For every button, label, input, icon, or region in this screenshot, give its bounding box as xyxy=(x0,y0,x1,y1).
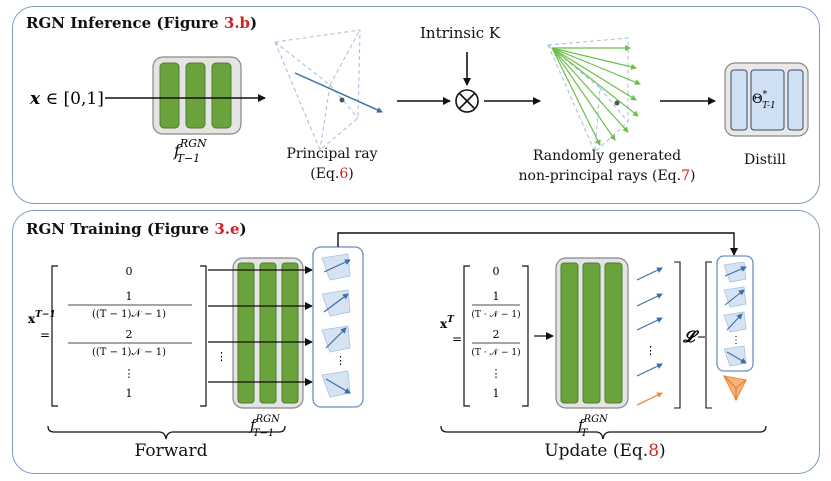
forward-entry-3: 2 xyxy=(126,328,133,341)
forward-left-bracket xyxy=(51,265,58,407)
forward-entry-0: 0 xyxy=(126,265,133,278)
forward-equals: = xyxy=(40,328,50,342)
forward-entry-2: ((T − 1)𝒩 − 1) xyxy=(92,309,166,320)
training-panel-title: RGN Training (Figure 3.e) xyxy=(26,220,247,238)
update-equals: = xyxy=(452,332,462,346)
random-rays-frustum-icon xyxy=(547,37,629,153)
forward-entry-4: ((T − 1)𝒩 − 1) xyxy=(92,347,166,358)
forward-caption: Forward xyxy=(134,441,208,461)
update-entry-2: (T · 𝒩 − 1) xyxy=(471,309,520,320)
forward-brace xyxy=(47,425,286,440)
forward-vdots: ⋮ xyxy=(216,350,227,363)
principal-point xyxy=(339,97,345,103)
inference-title-text: RGN Inference (Figure xyxy=(26,14,224,32)
target-ray-icons: ⋮ xyxy=(723,261,747,367)
principal-eq-ref: 6 xyxy=(339,166,349,182)
forward-entry-6: 1 xyxy=(126,387,133,400)
inference-panel-title: RGN Inference (Figure 3.b) xyxy=(26,14,257,32)
random-rays xyxy=(551,45,641,146)
distill-label: Distill xyxy=(744,152,786,168)
principal-ray-label: Principal ray xyxy=(286,146,378,162)
principal-ray xyxy=(294,72,383,113)
update-layer-2 xyxy=(582,262,601,404)
forward-ray-icons: ⋮ xyxy=(321,253,351,398)
copy-rays-arrow xyxy=(337,232,738,256)
inference-title-close: ) xyxy=(250,14,258,32)
random-principal-point xyxy=(614,100,620,106)
update-caption-ref: 8 xyxy=(648,441,660,461)
update-entry-0: 0 xyxy=(493,265,500,278)
forward-vector-label: xT−1 xyxy=(28,310,56,326)
predicted-rays xyxy=(636,267,663,377)
inference-layer-3 xyxy=(211,62,232,129)
update-entry-1: 1 xyxy=(493,290,500,303)
forward-right-bracket xyxy=(200,265,207,407)
loss-right-bracket xyxy=(705,261,712,409)
training-title-close: ) xyxy=(239,220,247,238)
forward-layer-3 xyxy=(281,262,299,404)
random-rays-label-line2: non-principal rays (Eq.7) xyxy=(518,168,696,184)
input-label: x ∈ [0,1] xyxy=(29,89,104,109)
inference-title-ref: 3.b xyxy=(223,14,251,32)
intrinsic-label: Intrinsic K xyxy=(420,24,500,42)
update-vector-label: xT xyxy=(440,315,455,331)
update-entry-6: 1 xyxy=(493,387,500,400)
update-layer-3 xyxy=(604,262,623,404)
random-rays-label-line1: Randomly generated xyxy=(532,148,682,164)
predicted-new-ray xyxy=(636,392,663,406)
loss-label: 𝓛 xyxy=(682,327,700,346)
forward-layer-1 xyxy=(237,262,255,404)
forward-layer-2 xyxy=(259,262,277,404)
intrinsic-text: Intrinsic K xyxy=(420,24,501,42)
inference-layer-2 xyxy=(185,62,206,129)
forward-entry-1: 1 xyxy=(126,290,133,303)
update-layer-1 xyxy=(560,262,579,404)
orange-frustum-icon xyxy=(723,375,747,402)
update-right-bracket xyxy=(522,265,529,407)
random-rays-eq-ref: 7 xyxy=(681,168,691,184)
principal-ray-frustum-icon xyxy=(274,29,361,151)
training-panel xyxy=(12,210,820,474)
training-title-text: RGN Training (Figure xyxy=(26,220,215,238)
svg-text:⋮: ⋮ xyxy=(335,354,346,367)
update-entry-5: ⋮ xyxy=(491,367,502,380)
training-title-ref: 3.e xyxy=(214,220,240,238)
update-entry-4: (T · 𝒩 − 1) xyxy=(471,347,520,358)
inference-layer-1 xyxy=(159,62,180,129)
inference-panel xyxy=(12,6,820,204)
svg-text:⋮: ⋮ xyxy=(731,335,741,346)
update-left-bracket xyxy=(463,265,470,407)
forward-arrows xyxy=(208,266,313,386)
update-brace xyxy=(440,425,767,440)
principal-eq-label: (Eq.6) xyxy=(310,166,354,182)
forward-entry-5: ⋮ xyxy=(124,367,135,380)
theta-label: Θ*T-1 xyxy=(752,90,776,111)
loss-left-bracket xyxy=(674,261,681,409)
predicted-vdots: ⋮ xyxy=(645,344,656,357)
update-entry-3: 2 xyxy=(493,328,500,341)
update-caption: Update (Eq.8) xyxy=(544,441,666,461)
